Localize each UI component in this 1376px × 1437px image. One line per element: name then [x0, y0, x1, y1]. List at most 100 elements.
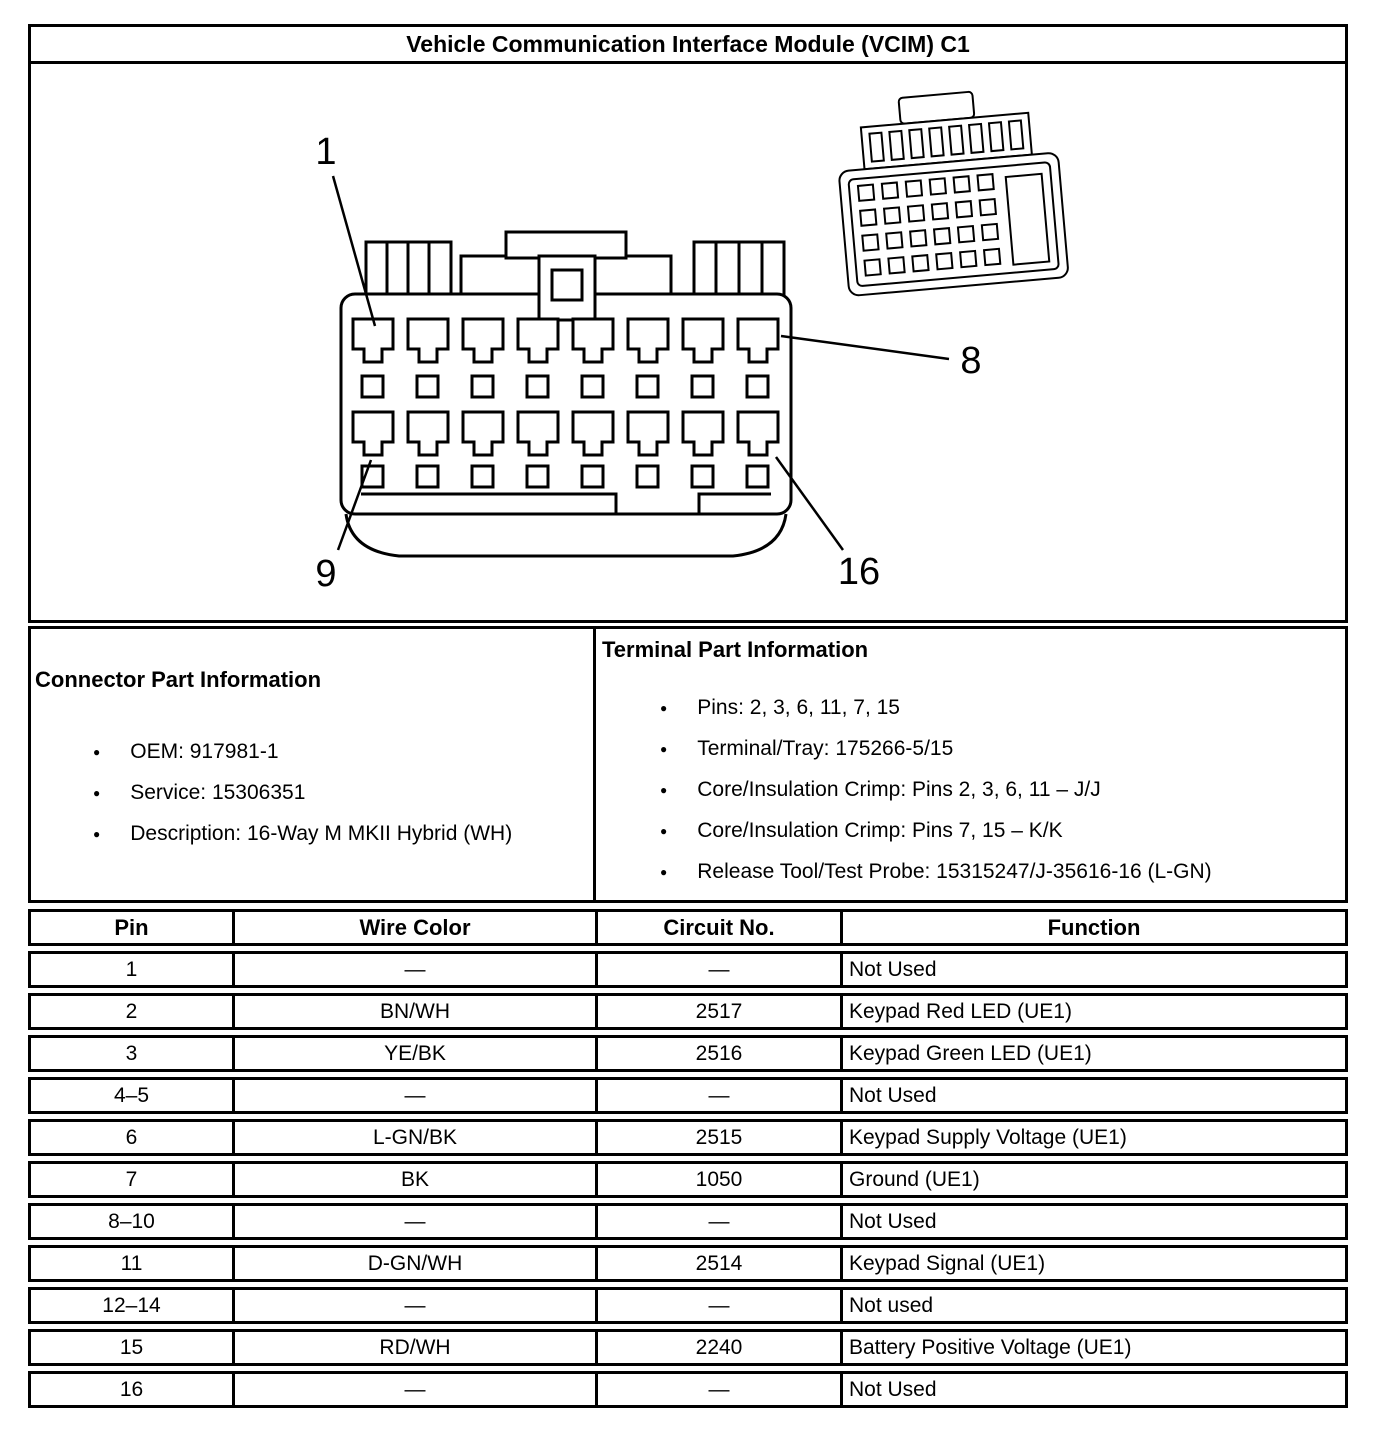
bullet-icon: ● — [660, 701, 668, 715]
function-cell: Not Used — [843, 1077, 1348, 1114]
connector-3d-view — [838, 90, 1069, 297]
wire-color-cell: YE/BK — [235, 1035, 598, 1072]
function-cell: Not Used — [843, 951, 1348, 988]
header-circuit-no: Circuit No. — [598, 909, 843, 946]
circuit-no-cell: — — [598, 1287, 843, 1324]
terminal-info-tray: Terminal/Tray: 175266-5/15 — [697, 737, 954, 760]
page-title: Vehicle Communication Interface Module (… — [31, 27, 1345, 64]
callout-labels: 1 8 9 16 — [315, 131, 981, 595]
wire-color-cell: BN/WH — [235, 993, 598, 1030]
circuit-no-cell: 2516 — [598, 1035, 843, 1072]
wire-color-cell: — — [235, 1371, 598, 1408]
circuit-no-cell: 2514 — [598, 1245, 843, 1282]
list-item: ●Service: 15306351 — [35, 780, 591, 806]
bullet-icon: ● — [93, 786, 101, 800]
circuit-no-cell: 2515 — [598, 1119, 843, 1156]
pin-cell: 16 — [28, 1371, 235, 1408]
terminal-part-info: Terminal Part Information ● Pins: 2, 3, 6… — [593, 626, 1348, 903]
connector-info-oem: OEM: 917981-1 — [130, 740, 279, 763]
list-item: ● Core/Insulation Crimp: Pins 2, 3, 6, 11… — [602, 777, 1343, 803]
table-row: 1 — — Not Used — [28, 951, 1348, 988]
wire-color-cell: — — [235, 1203, 598, 1240]
header-wire-color: Wire Color — [235, 909, 598, 946]
bullet-icon: ● — [660, 824, 668, 838]
callout-pin1: 1 — [315, 131, 336, 173]
circuit-no-cell: 2240 — [598, 1329, 843, 1366]
bullet-icon: ● — [93, 745, 101, 759]
terminal-part-info-heading: Terminal Part Information — [602, 637, 869, 662]
page: Vehicle Communication Interface Module (… — [28, 24, 1348, 1413]
function-cell: Not used — [843, 1287, 1348, 1324]
connector-info-description: Description: 16-Way M MKII Hybrid (WH) — [130, 822, 513, 845]
bullet-icon: ● — [93, 827, 101, 841]
pin-cell: 8–10 — [28, 1203, 235, 1240]
circuit-no-cell: 1050 — [598, 1161, 843, 1198]
list-item: ● Description: 16-Way M MKII Hybrid (WH) — [35, 821, 591, 847]
circuit-no-cell: — — [598, 951, 843, 988]
callout-pin8: 8 — [960, 340, 981, 382]
wire-color-cell: — — [235, 951, 598, 988]
list-item: ● Terminal/Tray: 175266-5/15 — [602, 736, 1343, 762]
table-row: 8–10 — — Not Used — [28, 1203, 1348, 1240]
callout-pin9: 9 — [315, 553, 336, 595]
table-row: 16 — — Not Used — [28, 1371, 1348, 1408]
pin-cell: 7 — [28, 1161, 235, 1198]
table-row: 7 BK 1050 Ground (UE1) — [28, 1161, 1348, 1198]
connector-part-info: Connector Part Information ● OEM: 917981-… — [28, 626, 596, 903]
pin-cell: 6 — [28, 1119, 235, 1156]
table-row: 15 RD/WH 2240 Battery Positive Voltage (… — [28, 1329, 1348, 1366]
table-row: 2 BN/WH 2517 Keypad Red LED (UE1) — [28, 993, 1348, 1030]
circuit-no-cell: — — [598, 1371, 843, 1408]
connector-diagram: 1 8 9 16 — [31, 64, 1345, 620]
terminal-info-pins: Pins: 2, 3, 6, 11, 7, 15 — [697, 696, 900, 719]
table-row: 12–14 — — Not used — [28, 1287, 1348, 1324]
circuit-no-cell: — — [598, 1203, 843, 1240]
function-cell: Keypad Supply Voltage (UE1) — [843, 1119, 1348, 1156]
callout-pin16: 16 — [838, 551, 880, 593]
circuit-no-cell: — — [598, 1077, 843, 1114]
pin-cell: 2 — [28, 993, 235, 1030]
pin-cell: 3 — [28, 1035, 235, 1072]
pin-cell: 1 — [28, 951, 235, 988]
connector-diagram-svg: 1 8 9 16 — [315, 90, 1069, 595]
wire-color-cell: L-GN/BK — [235, 1119, 598, 1156]
bullet-icon: ● — [660, 865, 668, 879]
connector-part-info-heading: Connector Part Information — [35, 667, 322, 692]
terminal-info-crimp-1: Core/Insulation Crimp: Pins 2, 3, 6, 11 … — [697, 778, 1101, 801]
pinout-table: Pin Wire Color Circuit No. Function 1 — … — [28, 904, 1348, 1413]
pin-cell: 12–14 — [28, 1287, 235, 1324]
table-row: 6 L-GN/BK 2515 Keypad Supply Voltage (UE… — [28, 1119, 1348, 1156]
list-item: ● Core/Insulation Crimp: Pins 7, 15 – K/K — [602, 818, 1343, 844]
table-header-row: Pin Wire Color Circuit No. Function — [28, 909, 1348, 946]
table-row: 4–5 — — Not Used — [28, 1077, 1348, 1114]
function-cell: Not Used — [843, 1203, 1348, 1240]
wire-color-cell: — — [235, 1287, 598, 1324]
table-row: 11 D-GN/WH 2514 Keypad Signal (UE1) — [28, 1245, 1348, 1282]
pin-cell: 15 — [28, 1329, 235, 1366]
list-item: ● Pins: 2, 3, 6, 11, 7, 15 — [602, 695, 1343, 721]
pin-cell: 11 — [28, 1245, 235, 1282]
table-row: 3 YE/BK 2516 Keypad Green LED (UE1) — [28, 1035, 1348, 1072]
wire-color-cell: BK — [235, 1161, 598, 1198]
wire-color-cell: RD/WH — [235, 1329, 598, 1366]
pin-cell: 4–5 — [28, 1077, 235, 1114]
function-cell: Keypad Signal (UE1) — [843, 1245, 1348, 1282]
diagram-section: Vehicle Communication Interface Module (… — [28, 24, 1348, 623]
function-cell: Battery Positive Voltage (UE1) — [843, 1329, 1348, 1366]
function-cell: Keypad Red LED (UE1) — [843, 993, 1348, 1030]
connector-front-view — [339, 230, 793, 558]
wire-color-cell: D-GN/WH — [235, 1245, 598, 1282]
function-cell: Not Used — [843, 1371, 1348, 1408]
list-item: ● OEM: 917981-1 — [35, 739, 591, 765]
bullet-icon: ● — [660, 742, 668, 756]
circuit-no-cell: 2517 — [598, 993, 843, 1030]
function-cell: Ground (UE1) — [843, 1161, 1348, 1198]
terminal-info-release-tool: Release Tool/Test Probe: 15315247/J-3561… — [697, 860, 1212, 883]
callout-lines — [331, 175, 950, 551]
header-pin: Pin — [28, 909, 235, 946]
terminal-info-crimp-2: Core/Insulation Crimp: Pins 7, 15 – K/K — [697, 819, 1063, 842]
list-item: ● Release Tool/Test Probe: 15315247/J-356… — [602, 859, 1343, 885]
function-cell: Keypad Green LED (UE1) — [843, 1035, 1348, 1072]
bullet-icon: ● — [660, 783, 668, 797]
part-info-section: Connector Part Information ● OEM: 917981-… — [28, 626, 1348, 903]
